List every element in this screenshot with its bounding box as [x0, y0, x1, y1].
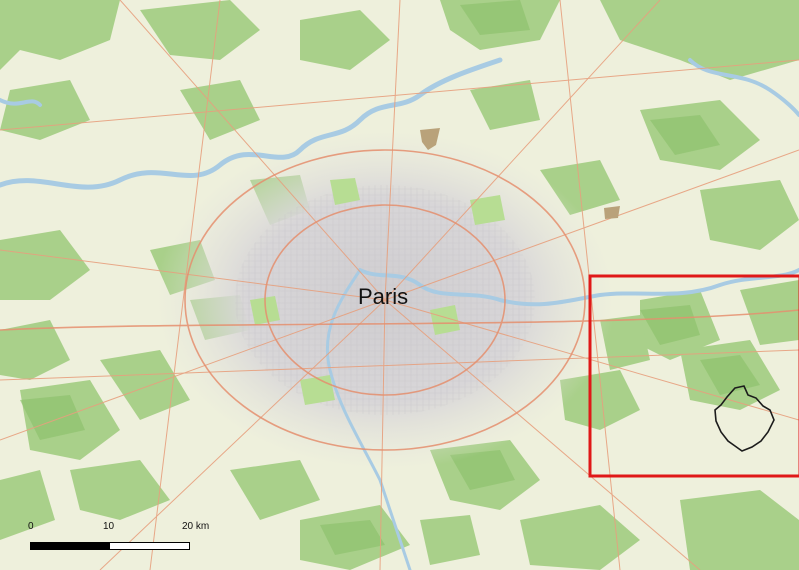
- highlight-frame: [588, 274, 799, 478]
- scale-bar: 0 10 20 km: [28, 521, 230, 561]
- river-layer: [0, 57, 799, 570]
- scale-tick-0: 0: [28, 521, 34, 532]
- scale-segment-black: [31, 543, 110, 549]
- motorway-ring: [0, 149, 799, 451]
- city-label-paris: Paris: [358, 284, 409, 309]
- forest-dark-layer: [20, 0, 760, 555]
- parks-layer: [250, 178, 505, 405]
- commune-outline: [714, 385, 775, 452]
- scale-segment-white: [110, 543, 189, 549]
- landmark-shapes: [420, 128, 620, 219]
- scale-tick-10: 10: [103, 521, 115, 532]
- scale-tick-20: 20 km: [182, 521, 210, 532]
- scale-bar-graphic: [30, 542, 190, 550]
